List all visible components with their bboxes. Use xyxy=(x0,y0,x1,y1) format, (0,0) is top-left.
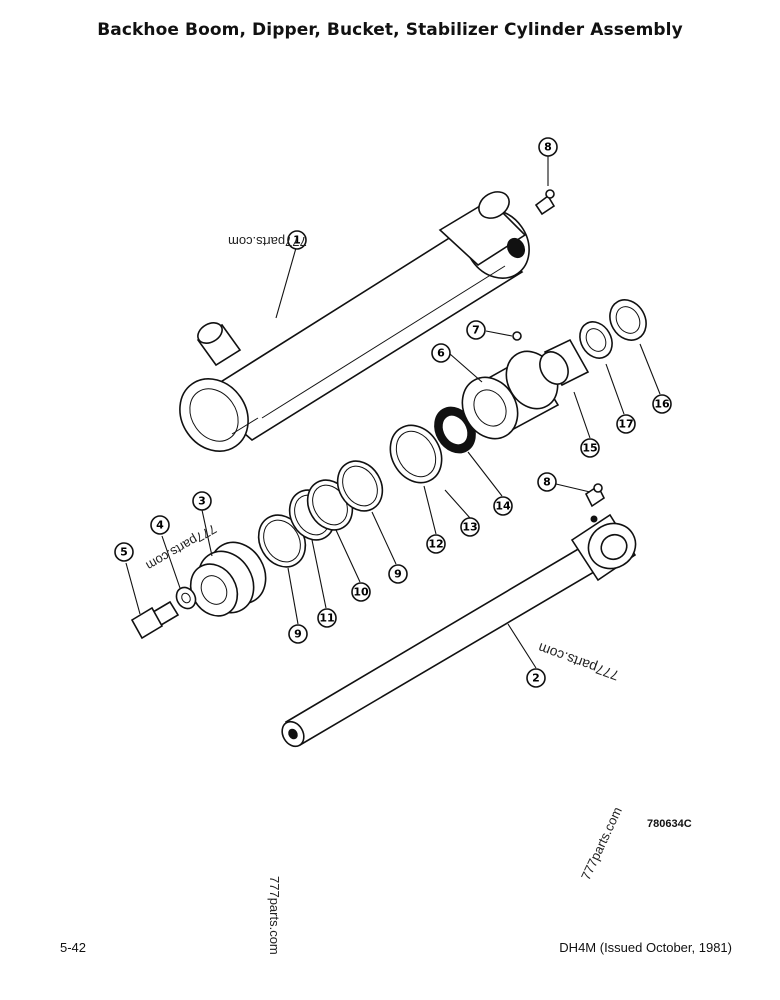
callout-17: 17 xyxy=(616,414,636,434)
callout-10: 10 xyxy=(351,582,371,602)
svg-text:9: 9 xyxy=(294,628,302,641)
svg-text:8: 8 xyxy=(543,476,551,489)
seal-ring-9a xyxy=(257,514,307,568)
svg-text:4: 4 xyxy=(156,519,164,532)
svg-text:11: 11 xyxy=(319,612,334,625)
svg-text:15: 15 xyxy=(582,442,597,455)
page-number: 5-42 xyxy=(60,940,87,955)
ring-16 xyxy=(609,299,647,341)
grease-fitting-top xyxy=(534,189,556,216)
callout-13: 13 xyxy=(460,517,480,537)
callout-8-rod: 8 xyxy=(537,472,557,492)
svg-text:1: 1 xyxy=(293,234,301,247)
callout-11: 11 xyxy=(317,608,337,628)
issue-info: DH4M (Issued October, 1981) xyxy=(559,940,732,955)
callout-9-upper: 9 xyxy=(388,564,408,584)
drawing-number: 780634C xyxy=(647,818,692,830)
svg-text:10: 10 xyxy=(353,586,369,599)
grease-fitting-rod xyxy=(584,483,606,508)
washer xyxy=(175,586,197,610)
callout-15: 15 xyxy=(580,438,600,458)
leader-lines xyxy=(125,156,661,669)
svg-text:13: 13 xyxy=(462,521,477,534)
callout-5: 5 xyxy=(114,542,134,562)
watermark: 777parts.com xyxy=(267,876,282,955)
callout-2: 2 xyxy=(526,668,546,688)
svg-text:12: 12 xyxy=(428,538,443,551)
wiper-seal-14 xyxy=(434,406,476,454)
bolt xyxy=(130,600,180,640)
callout-16: 16 xyxy=(652,394,672,414)
check-ball xyxy=(512,331,522,341)
callout-4: 4 xyxy=(150,515,170,535)
svg-text:7: 7 xyxy=(472,324,480,337)
svg-text:8: 8 xyxy=(544,141,552,154)
piston-rod xyxy=(281,513,637,748)
callout-9-lower: 9 xyxy=(288,624,308,644)
page-title: Backhoe Boom, Dipper, Bucket, Stabilizer… xyxy=(97,20,683,40)
svg-text:9: 9 xyxy=(394,568,402,581)
seal-ring-9b xyxy=(336,460,384,512)
cylinder-barrel xyxy=(179,191,530,452)
callout-8-top: 8 xyxy=(538,137,558,157)
callout-7: 7 xyxy=(466,320,486,340)
callout-3: 3 xyxy=(192,491,212,511)
svg-text:5: 5 xyxy=(120,546,128,559)
bushing xyxy=(539,338,590,387)
callout-1: 1 xyxy=(287,230,307,250)
piston xyxy=(189,541,267,617)
svg-text:2: 2 xyxy=(532,672,540,685)
svg-text:17: 17 xyxy=(618,418,633,431)
callout-12: 12 xyxy=(426,534,446,554)
callout-14: 14 xyxy=(493,496,513,516)
watermark: 777parts.com xyxy=(228,234,307,249)
callout-6: 6 xyxy=(431,343,451,363)
svg-text:6: 6 xyxy=(437,347,445,360)
ring-17 xyxy=(579,321,613,359)
svg-text:14: 14 xyxy=(495,500,511,513)
svg-text:3: 3 xyxy=(198,495,206,508)
svg-text:16: 16 xyxy=(654,398,670,411)
seal-ring-12 xyxy=(389,424,443,484)
